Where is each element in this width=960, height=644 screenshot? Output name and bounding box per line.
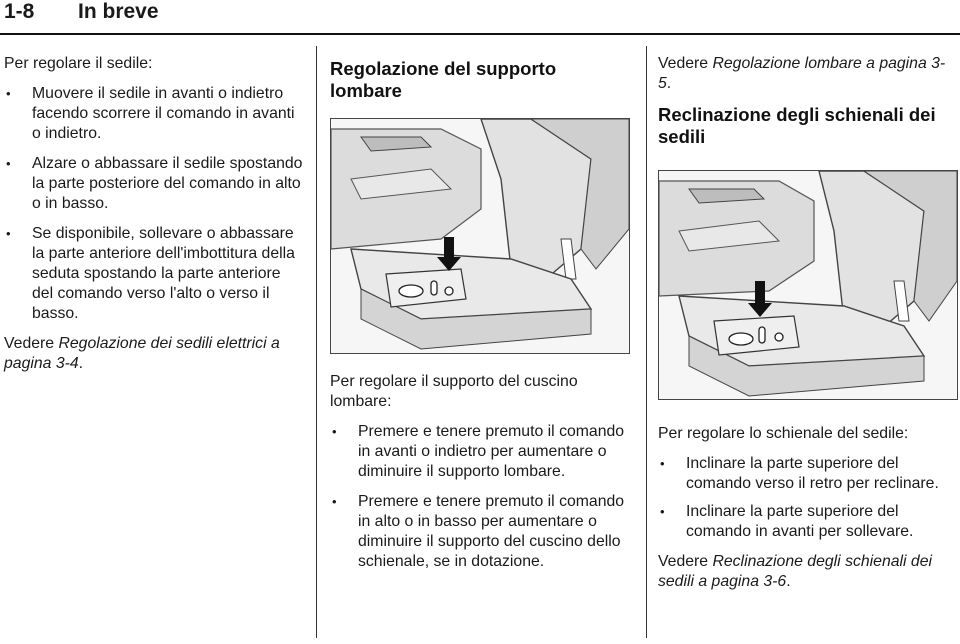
seat-illustration-svg	[331, 119, 629, 353]
list-item: Muovere il sedile in avanti o indietro f…	[4, 84, 304, 144]
page-header: 1-8 In breve	[0, 0, 960, 35]
cross-reference: Vedere Regolazione lombare a pagina 3-5.	[658, 54, 956, 94]
ref-prefix: Vedere	[658, 553, 713, 570]
list-item: Alzare o abbassare il sedile spostando l…	[4, 154, 304, 214]
seat-illustration-svg	[659, 171, 957, 399]
lumbar-illustration	[330, 118, 630, 354]
bullet-list: Muovere il sedile in avanti o indietro f…	[4, 84, 304, 324]
intro-text: Per regolare lo schienale del sedile:	[658, 425, 909, 442]
list-item: Se disponibile, sollevare o abbassare la…	[4, 224, 304, 324]
down-arrow-icon	[748, 281, 772, 317]
header-rule	[0, 33, 960, 35]
down-arrow-icon	[437, 237, 461, 271]
cross-reference: Vedere Regolazione dei sedili elettrici …	[4, 334, 304, 374]
section-heading: Regolazione del supporto lombare	[330, 58, 557, 101]
list-item: Premere e tenere premuto il comando in a…	[330, 492, 630, 572]
ref-link[interactable]: Regolazione dei sedili elettrici a pagin…	[4, 335, 280, 372]
ref-prefix: Vedere	[658, 55, 713, 72]
page-title: In breve	[78, 0, 159, 23]
ref-suffix: .	[666, 75, 672, 92]
intro-text: Per regolare il sedile:	[4, 55, 153, 72]
cross-reference: Vedere Reclinazione degli schienali dei …	[658, 552, 956, 592]
bullet-list: Inclinare la parte superiore del comando…	[658, 454, 956, 542]
recline-illustration	[658, 170, 958, 400]
ref-suffix: .	[786, 573, 791, 590]
column-divider	[316, 46, 317, 638]
ref-link[interactable]: Regolazione lombare a pagina 3-5	[658, 55, 946, 92]
section-heading: Reclinazione degli schienali dei sedili	[658, 104, 936, 147]
intro-text: Per regolare il supporto del cuscino lom…	[330, 373, 578, 410]
list-item: Inclinare la parte superiore del comando…	[658, 502, 956, 542]
column-recline: Vedere Regolazione lombare a pagina 3-5.…	[658, 54, 958, 592]
list-item: Premere e tenere premuto il comando in a…	[330, 422, 630, 482]
ref-prefix: Vedere	[4, 335, 59, 352]
ref-suffix: .	[78, 355, 84, 372]
page-number: 1-8	[4, 0, 35, 23]
column-seat-adjust: Per regolare il sedile: Muovere il sedil…	[4, 54, 304, 374]
column-lumbar: Regolazione del supporto lombare	[330, 58, 630, 572]
ref-link[interactable]: Reclinazione degli schienali dei sedili …	[658, 553, 933, 590]
list-item: Inclinare la parte superiore del comando…	[658, 454, 956, 494]
column-divider	[646, 46, 647, 638]
bullet-list: Premere e tenere premuto il comando in a…	[330, 422, 630, 572]
